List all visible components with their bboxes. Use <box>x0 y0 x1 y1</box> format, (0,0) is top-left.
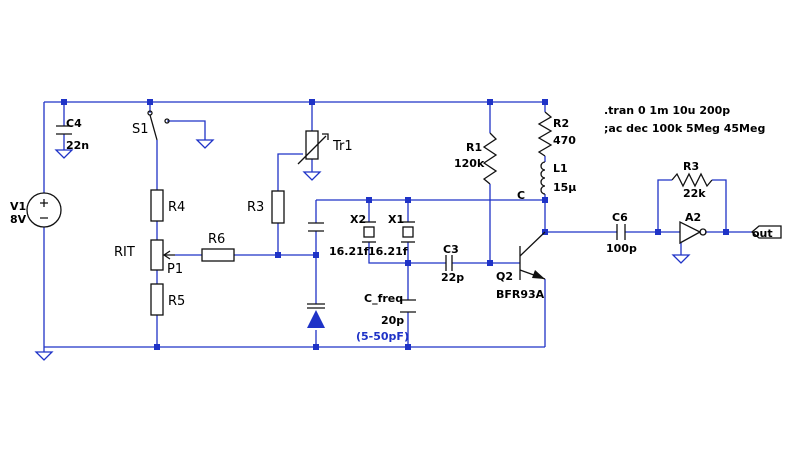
c3-value: 22p <box>441 271 464 284</box>
x2-name: X2 <box>350 213 366 226</box>
v1-voltage-source[interactable] <box>26 192 62 228</box>
r6-resistor[interactable] <box>201 248 235 262</box>
c4-capacitor[interactable] <box>56 125 72 135</box>
c3-capacitor[interactable] <box>445 255 453 271</box>
r3b-name: R3 <box>683 160 699 173</box>
c6-value: 100p <box>606 242 637 255</box>
r2-value: 470 <box>553 134 576 147</box>
x1-name: X1 <box>388 213 404 226</box>
l1-name: L1 <box>553 162 568 175</box>
q2-name: Q2 <box>496 270 513 283</box>
rit-label: RIT <box>114 245 135 260</box>
l1-value: 15µ <box>553 181 576 194</box>
cfreq-value: 20p <box>381 314 404 327</box>
v1-name: V1 <box>10 200 26 213</box>
ac-directive[interactable]: ;ac dec 100k 5Meg 45Meg <box>604 122 765 135</box>
ground-symbol-main <box>34 347 54 361</box>
v1-value: 8V <box>10 213 27 226</box>
r4-name: R4 <box>168 200 185 215</box>
l1-inductor[interactable] <box>540 161 546 195</box>
r1-value: 120k <box>454 157 485 170</box>
c6-name: C6 <box>612 211 628 224</box>
r3-feedback-resistor[interactable] <box>671 172 713 188</box>
a2-inverter[interactable] <box>679 220 707 245</box>
x1-value: 16.21f <box>368 245 408 258</box>
s1-switch[interactable] <box>147 110 170 141</box>
ground-symbol-tr1 <box>302 171 322 181</box>
x2-crystal[interactable] <box>362 221 376 243</box>
r2-resistor[interactable] <box>537 111 553 157</box>
p1-name: P1 <box>167 262 183 277</box>
c3-name: C3 <box>443 243 459 256</box>
s1-name: S1 <box>132 122 149 137</box>
r6-name: R6 <box>208 232 225 247</box>
c4-name: C4 <box>66 117 82 130</box>
cfreq-capacitor[interactable] <box>400 299 416 313</box>
r4-resistor[interactable] <box>150 189 164 222</box>
r3b-value: 22k <box>683 187 706 200</box>
ground-symbol-s1 <box>195 139 215 149</box>
tr1-name: Tr1 <box>332 139 353 154</box>
ground-symbol-a2 <box>671 243 691 264</box>
r3-name: R3 <box>247 200 264 215</box>
r3-resistor[interactable] <box>271 190 285 224</box>
out-port-label: out <box>752 227 773 240</box>
x1-crystal[interactable] <box>401 221 415 243</box>
varactor-diode[interactable] <box>307 303 325 328</box>
c6-capacitor[interactable] <box>616 224 626 240</box>
q2-value: BFR93A <box>496 288 545 301</box>
out-port[interactable] <box>751 225 782 239</box>
r5-resistor[interactable] <box>150 283 164 316</box>
ground-symbol-c4 <box>54 149 74 159</box>
x2-value: 16.21f <box>329 245 369 258</box>
p1-potentiometer[interactable] <box>150 239 175 271</box>
tr1-trimmer[interactable] <box>297 130 329 165</box>
r5-name: R5 <box>168 294 185 309</box>
varactor-coupling-capacitor[interactable] <box>308 222 324 232</box>
cfreq-range-note: (5-50pF) <box>356 330 409 343</box>
q2-transistor[interactable] <box>519 231 546 280</box>
a2-name: A2 <box>685 211 701 224</box>
tran-directive[interactable]: .tran 0 1m 10u 200p <box>604 104 730 117</box>
r1-name: R1 <box>466 141 482 154</box>
r1-resistor[interactable] <box>482 132 498 185</box>
c4-value: 22n <box>66 139 89 152</box>
cfreq-name: C_freq <box>364 292 403 305</box>
r2-name: R2 <box>553 117 569 130</box>
collector-net-label: C <box>517 189 525 202</box>
